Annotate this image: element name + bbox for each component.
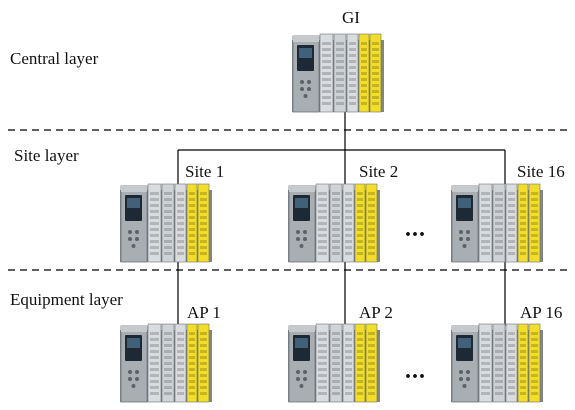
ap-16-plc-device xyxy=(449,320,545,404)
ap-1-label: AP 1 xyxy=(187,303,221,322)
equipment-layer-label: Equipment layer xyxy=(10,290,123,309)
plc-graphic xyxy=(288,183,380,263)
plc-graphic xyxy=(451,323,543,403)
ap-2-plc-device xyxy=(286,320,382,404)
plc-graphic xyxy=(451,183,543,263)
site-2-label: Site 2 xyxy=(359,162,399,181)
plc-graphic xyxy=(120,323,212,403)
site-16-plc-device xyxy=(449,180,545,264)
ap-ellipsis: ... xyxy=(405,358,426,384)
ap-1-plc-device xyxy=(118,320,214,404)
site-16-label: Site 16 xyxy=(517,162,565,181)
site-1-plc-device xyxy=(118,180,214,264)
plc-graphic xyxy=(120,183,212,263)
ap-2-label: AP 2 xyxy=(359,303,393,322)
gi-plc-device xyxy=(290,30,386,114)
site-2-plc-device xyxy=(286,180,382,264)
central-layer-label: Central layer xyxy=(10,49,99,68)
site-ellipsis: ... xyxy=(405,216,426,242)
site-1-label: Site 1 xyxy=(185,162,225,181)
gi-label: GI xyxy=(342,8,360,27)
plc-graphic xyxy=(292,33,384,113)
site-layer-label: Site layer xyxy=(14,146,79,165)
ap-16-label: AP 16 xyxy=(520,303,563,322)
plc-graphic xyxy=(288,323,380,403)
